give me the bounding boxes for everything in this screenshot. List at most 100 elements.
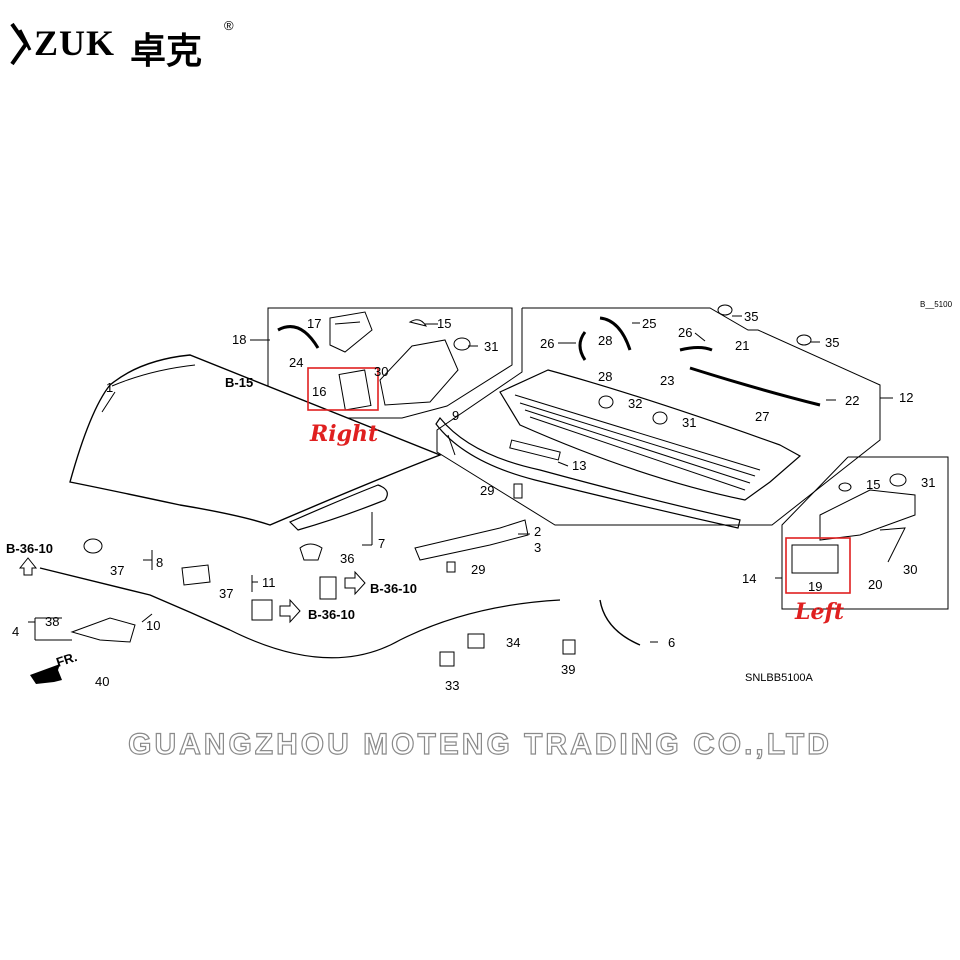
latch-switch	[251, 599, 273, 621]
diagram-code: B__5100	[920, 300, 953, 309]
part-27-hose	[689, 366, 821, 407]
part-label-32: 32	[628, 396, 642, 411]
part-label-10: 10	[146, 618, 160, 633]
part-34-clip	[467, 633, 485, 649]
part-label-35b: 35	[825, 335, 839, 350]
part-label-31: 31	[484, 339, 498, 354]
left-cowl-housing	[819, 489, 916, 541]
part-label-12: 12	[899, 390, 913, 405]
part-label-30: 30	[374, 364, 388, 379]
part-label-29: 29	[480, 483, 494, 498]
part-label-31-left: 31	[921, 475, 935, 490]
part-label-30-left: 30	[903, 562, 917, 577]
part-11-bracket	[181, 564, 211, 586]
part-32-clip	[598, 395, 614, 409]
part-35b-clip	[796, 334, 812, 346]
leader-lines	[28, 315, 893, 643]
part-label-33: 33	[445, 678, 459, 693]
part-label-14: 14	[742, 571, 756, 586]
ref-b36-10-c: B-36-10	[308, 607, 355, 622]
cowl-top-cover	[499, 369, 802, 501]
damper-spring	[319, 576, 337, 600]
drawing-id: SNLBB5100A	[745, 672, 814, 684]
part-label-21: 21	[735, 338, 749, 353]
ref-b36-10-b: B-36-10	[370, 581, 417, 596]
right-cowl-housing	[379, 339, 459, 406]
part-19-cover	[791, 544, 839, 574]
part-label-26: 26	[540, 336, 554, 351]
brand-logo: ZUK 卓克 ®	[6, 10, 246, 71]
part-label-15-left: 15	[866, 477, 880, 492]
cowl-seal	[435, 416, 741, 529]
part-39-clip	[562, 639, 576, 655]
part-31b-clip	[652, 411, 668, 425]
front-arrow-icon	[30, 664, 62, 684]
part-label-31b: 31	[682, 415, 696, 430]
logo-mark-icon	[10, 22, 32, 66]
part-label-27: 27	[755, 409, 769, 424]
left-group-frame	[781, 456, 949, 610]
part-label-39: 39	[561, 662, 575, 677]
part-16-cover	[338, 369, 372, 411]
part-label-8: 8	[156, 555, 163, 570]
part-label-28: 28	[598, 333, 612, 348]
right-caption: Right	[309, 421, 378, 447]
part-label-11: 11	[262, 575, 276, 590]
left-caption: Left	[794, 599, 844, 625]
ref-front: FR.	[54, 649, 79, 670]
part-15b-clip	[838, 482, 852, 492]
part-label-19: 19	[808, 579, 822, 594]
cable-10	[39, 567, 231, 631]
cowl-vent-slots	[514, 394, 761, 491]
hood-hinge	[414, 519, 529, 561]
part-26-hose	[578, 331, 587, 361]
part-29b-bolt	[446, 561, 456, 573]
part-label-9: 9	[452, 408, 459, 423]
part-15-clip	[408, 319, 428, 327]
company-watermark: GUANGZHOU MOTENG TRADING CO.,LTD	[128, 727, 832, 761]
part-20-bracket	[879, 527, 906, 563]
part-36-clip	[299, 543, 323, 561]
part-label-25: 25	[642, 316, 656, 331]
left-highlight-box	[785, 537, 851, 594]
part-label-26b: 26	[678, 325, 692, 340]
part-label-34: 34	[506, 635, 520, 650]
part-label-35: 35	[744, 309, 758, 324]
part-label-24: 24	[289, 355, 303, 370]
part-31c-clip	[889, 473, 907, 487]
part-31-clip	[453, 337, 471, 351]
part-26b-hose	[679, 346, 713, 352]
part-label-6: 6	[668, 635, 675, 650]
part-label-40: 40	[95, 674, 109, 689]
part-label-4: 4	[12, 624, 19, 639]
part-label-38: 38	[45, 614, 59, 629]
part-label-37: 37	[110, 563, 124, 578]
right-arrow-b-icon	[279, 598, 301, 624]
hood-latch	[70, 617, 136, 643]
right-arrow-icon	[344, 570, 366, 596]
hood-edge-line	[111, 364, 196, 387]
cowl-strip	[509, 439, 561, 461]
part-label-16: 16	[312, 384, 326, 399]
part-29a-bolt	[513, 483, 523, 499]
cable-6	[599, 599, 641, 646]
part-17-bracket	[329, 311, 373, 353]
hood-panel	[69, 354, 442, 526]
part-8-stopper	[83, 538, 103, 554]
part-label-3: 3	[534, 540, 541, 555]
part-label-28b: 28	[598, 369, 612, 384]
part-label-29b: 29	[471, 562, 485, 577]
release-cable	[229, 599, 561, 659]
part-label-18: 18	[232, 332, 246, 347]
part-35a-clip	[717, 304, 733, 316]
cowl-group-frame	[436, 307, 881, 526]
part-label-37b: 37	[219, 586, 233, 601]
part-label-13: 13	[572, 458, 586, 473]
part-label-15: 15	[437, 316, 451, 331]
part-label-23: 23	[660, 373, 674, 388]
brand-name: ZUK	[34, 23, 116, 63]
brand-cn: 卓克	[130, 30, 203, 71]
right-highlight-box	[307, 367, 379, 411]
part-label-2: 2	[534, 524, 541, 539]
part-label-22: 22	[845, 393, 859, 408]
